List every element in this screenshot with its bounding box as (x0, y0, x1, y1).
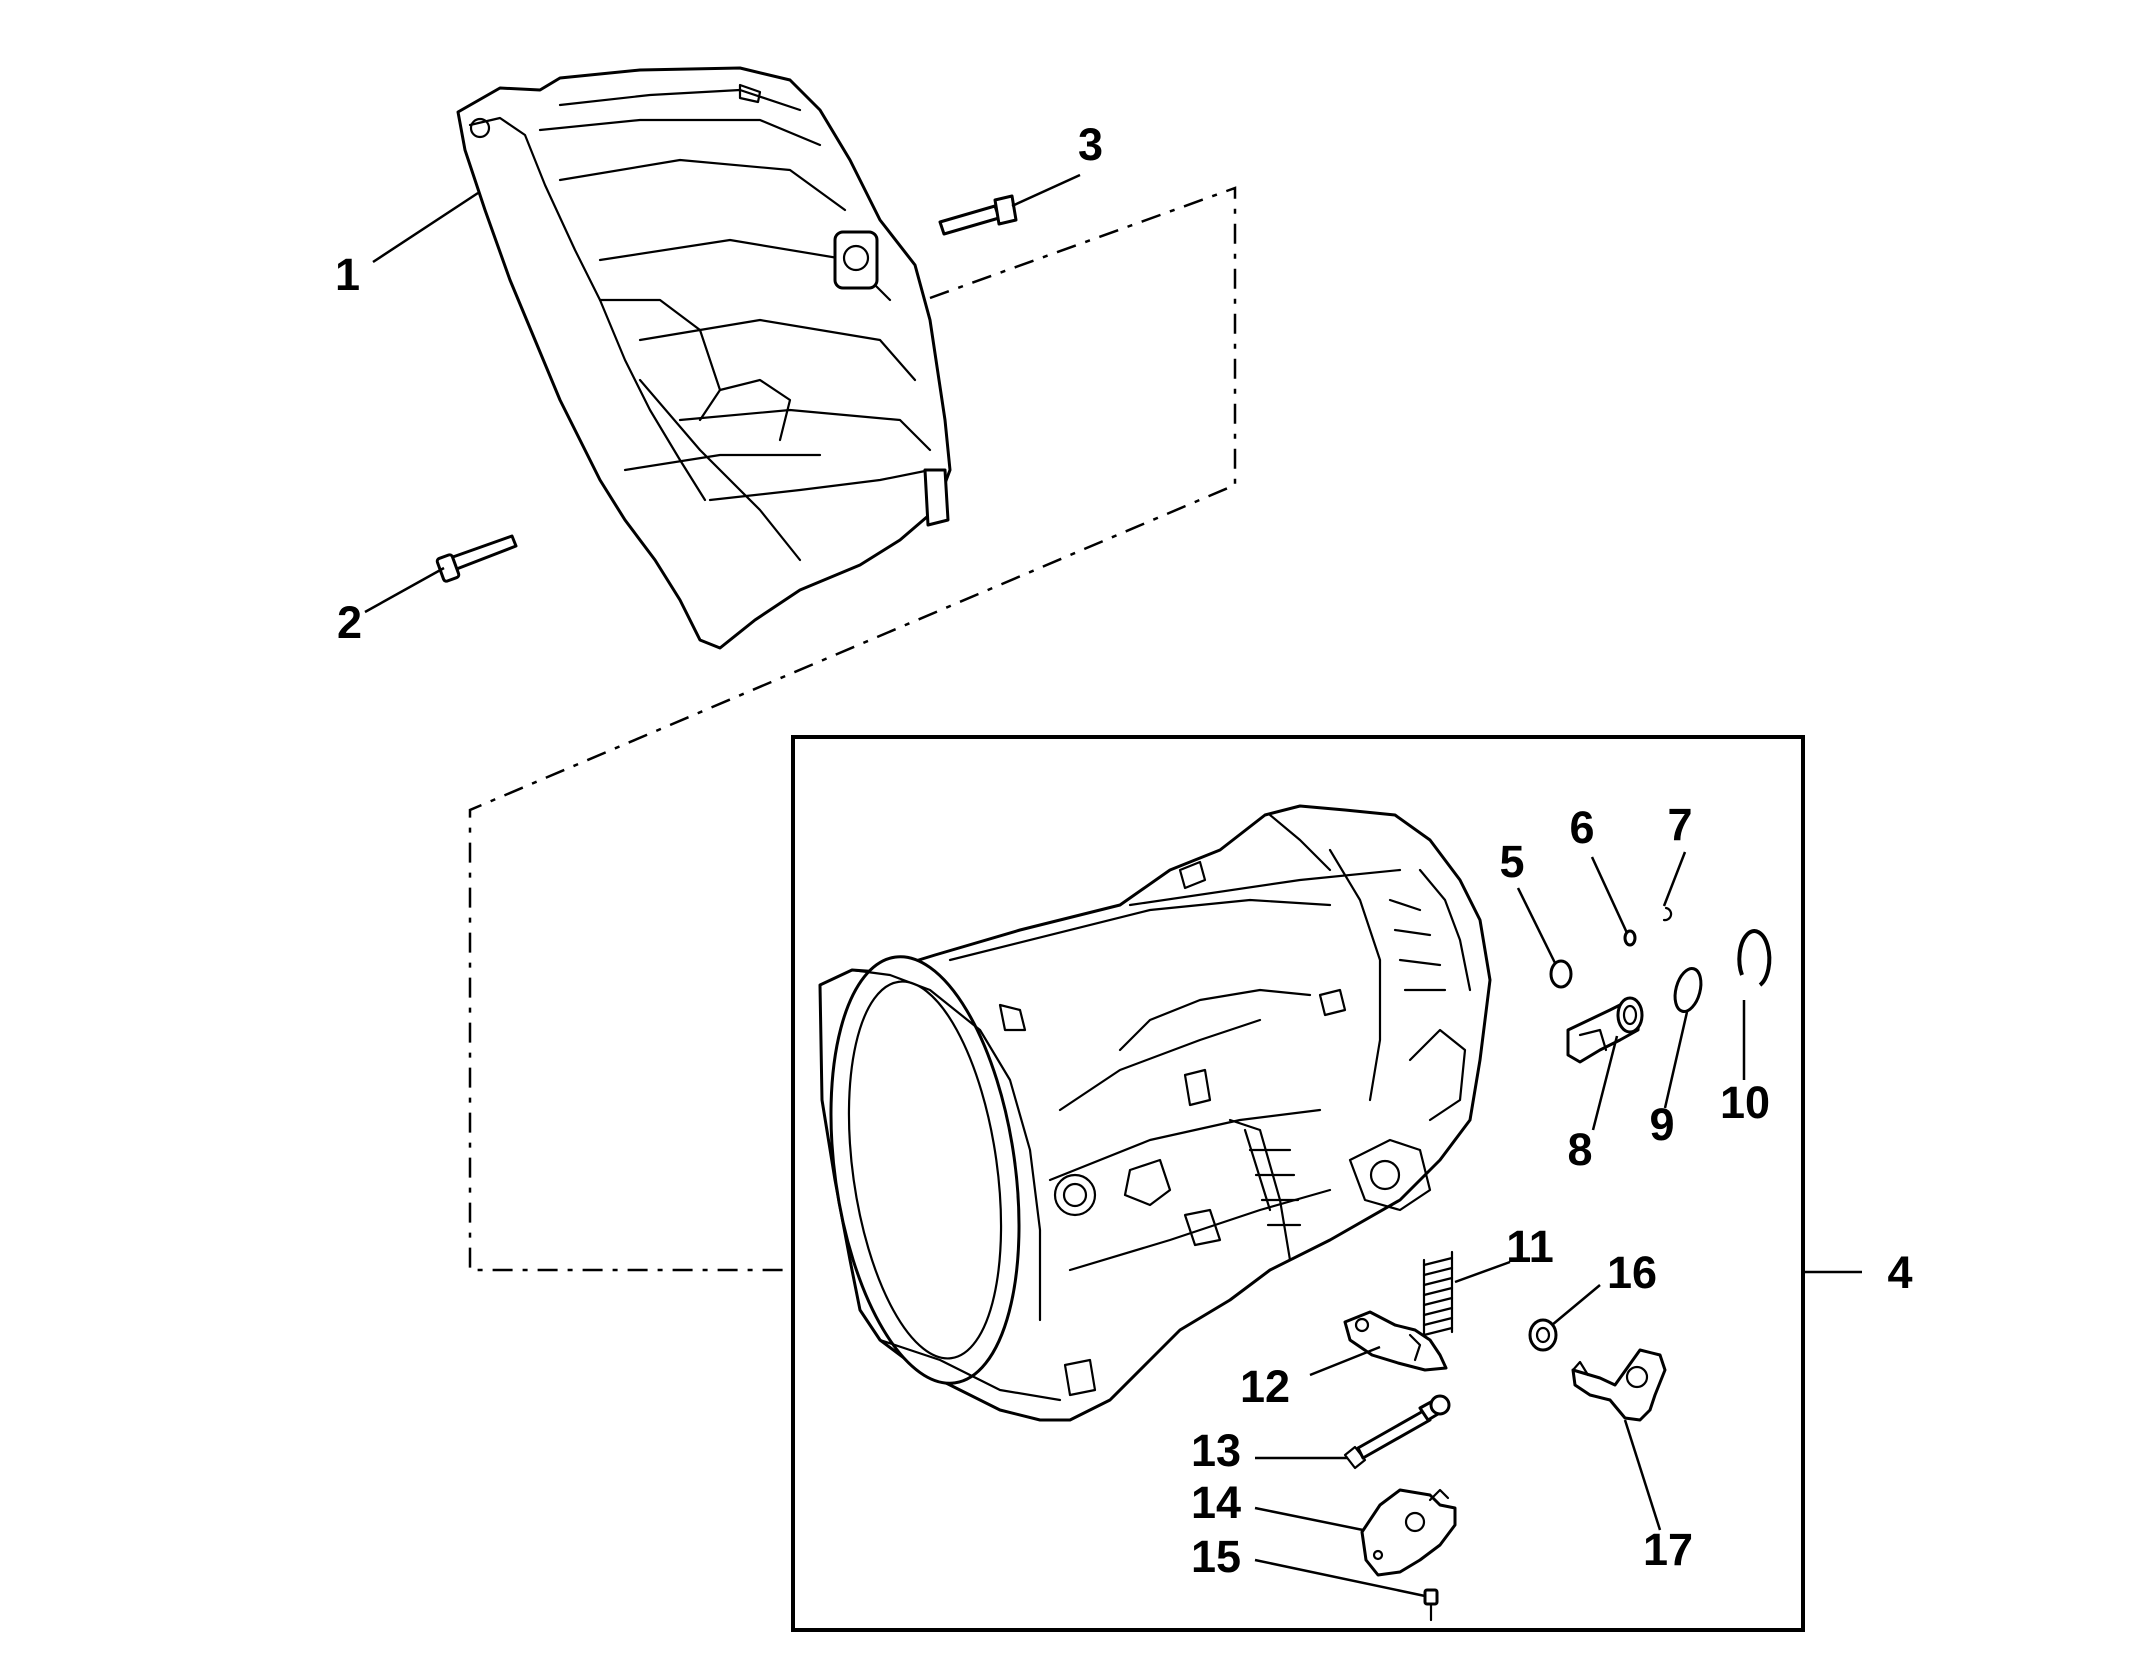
o-ring-6 (1623, 929, 1637, 947)
spring-11 (1422, 1250, 1454, 1342)
bracket-14 (1360, 1488, 1457, 1577)
seal-16 (1528, 1318, 1558, 1352)
screw-15 (1423, 1588, 1439, 1622)
leader-lines (364, 173, 1746, 1598)
transmission-case (818, 804, 1492, 1422)
snap-ring-10 (1737, 929, 1772, 987)
callout-9: 9 (1649, 1099, 1674, 1150)
clip-7 (1662, 906, 1673, 922)
callout-4: 4 (1887, 1247, 1912, 1298)
converter-housing (456, 66, 952, 650)
callout-6: 6 (1569, 802, 1594, 853)
manual-shaft-13 (1343, 1394, 1451, 1470)
callout-8: 8 (1567, 1124, 1592, 1175)
dowel-pin (435, 534, 518, 583)
housing-bolt (938, 194, 1018, 236)
callout-5: 5 (1499, 836, 1524, 887)
callout-10: 10 (1720, 1077, 1770, 1128)
callout-14: 14 (1191, 1477, 1241, 1528)
o-ring-5 (1549, 959, 1573, 989)
assembly-dashed-line (468, 186, 1237, 1272)
callout-15: 15 (1191, 1531, 1241, 1582)
position-sensor-17 (1571, 1348, 1667, 1422)
callout-13: 13 (1191, 1425, 1241, 1476)
ring-9 (1673, 967, 1703, 1013)
callout-2: 2 (337, 597, 362, 648)
transmission-case-box (791, 735, 1805, 1632)
callout-12: 12 (1240, 1361, 1290, 1412)
callout-numbers: 1 2 3 4 5 6 7 8 9 10 11 12 13 14 15 16 1… (335, 119, 1913, 1582)
callout-11: 11 (1506, 1221, 1554, 1272)
callout-16: 16 (1607, 1247, 1657, 1298)
sleeve-8 (1566, 996, 1644, 1064)
callout-17: 17 (1643, 1524, 1693, 1575)
callout-1: 1 (335, 249, 360, 300)
callout-7: 7 (1667, 799, 1692, 850)
detent-lever-12 (1343, 1310, 1448, 1372)
callout-3: 3 (1078, 119, 1103, 170)
